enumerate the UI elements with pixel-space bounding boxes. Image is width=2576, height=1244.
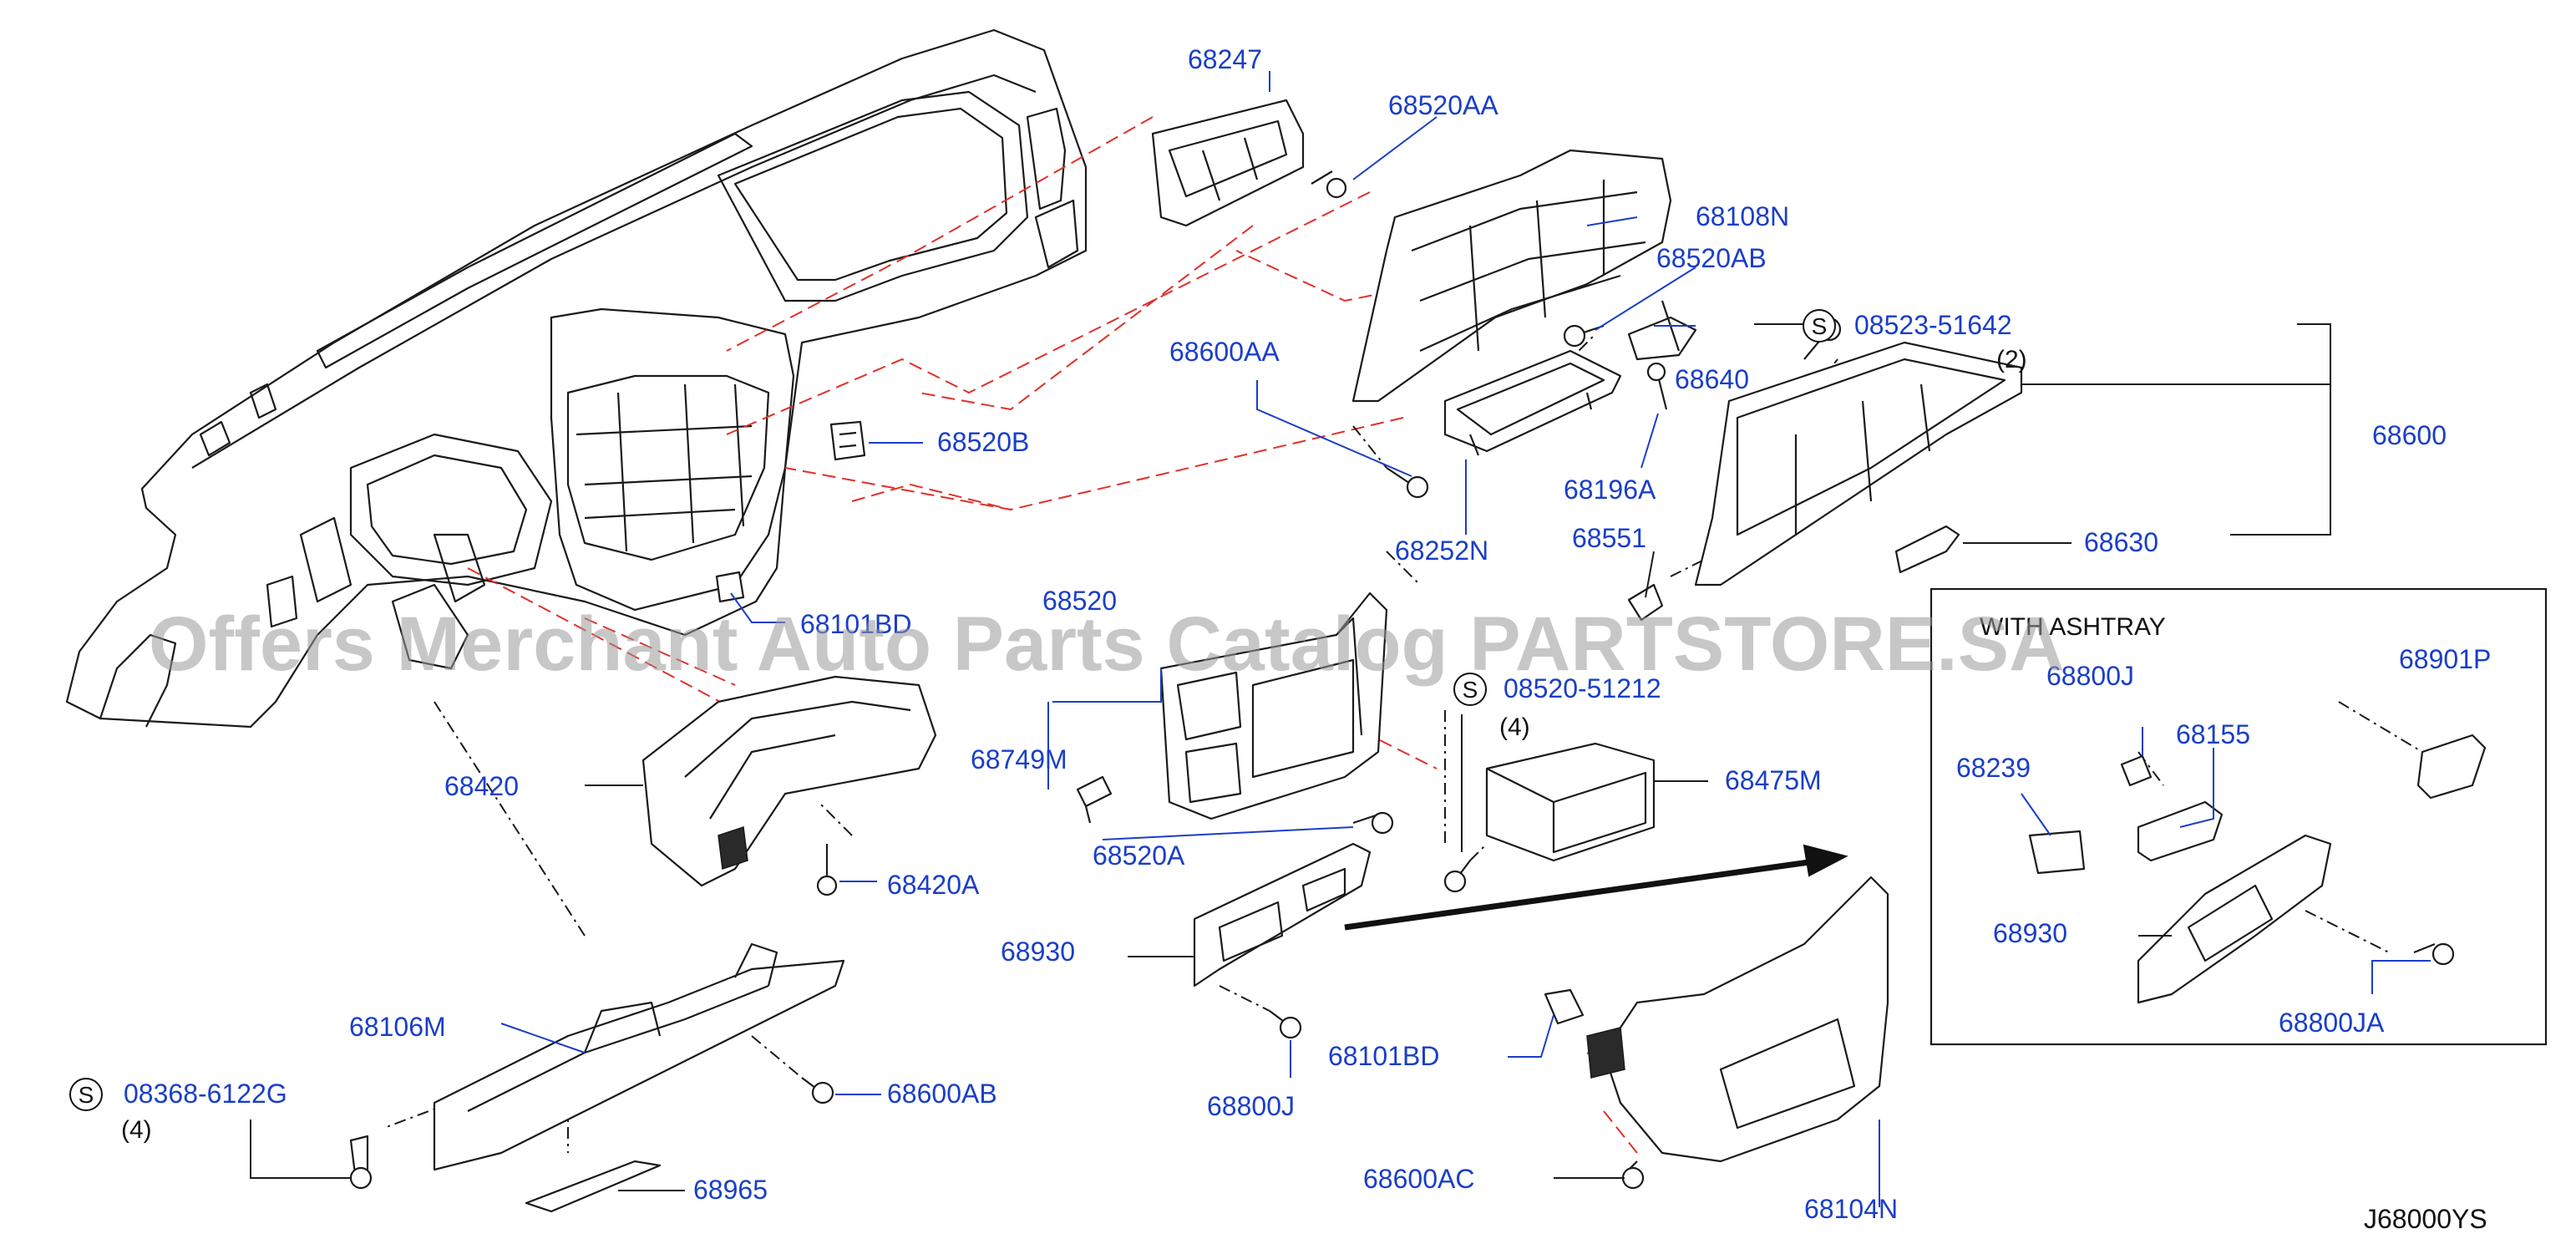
- label-68520AB[interactable]: 68520AB: [1656, 243, 1767, 273]
- part-08368-bolt: [349, 1135, 373, 1190]
- part-68600AC-screw: [1621, 1160, 1645, 1190]
- qty-08368: (4): [121, 1116, 152, 1144]
- label-inset-68930[interactable]: 68930: [1993, 918, 2067, 948]
- label-68475M[interactable]: 68475M: [1725, 765, 1822, 795]
- s-symbol-08523: S: [1812, 313, 1828, 339]
- part-08520-screw: [1443, 860, 1471, 893]
- part-68420-meter-hood: [641, 675, 937, 887]
- part-68420A-screw: [816, 844, 838, 896]
- s-symbol-circle-08368: [69, 1078, 103, 1111]
- part-68520-finisher: [1159, 592, 1388, 820]
- label-68600AA[interactable]: 68600AA: [1169, 337, 1280, 367]
- label-68108N[interactable]: 68108N: [1696, 201, 1789, 231]
- part-68749M-clip: [1076, 775, 1113, 824]
- label-68965[interactable]: 68965: [693, 1175, 768, 1205]
- part-68551-bumper: [1627, 583, 1664, 622]
- part-68101BD-clip: [1544, 988, 1585, 1025]
- s-symbol-08368: S: [79, 1082, 94, 1108]
- label-68800J[interactable]: 68800J: [1207, 1091, 1295, 1121]
- label-68630[interactable]: 68630: [2084, 527, 2158, 557]
- label-68551[interactable]: 68551: [1572, 523, 1646, 553]
- part-68600AB-screw: [801, 1077, 834, 1104]
- label-68600AC[interactable]: 68600AC: [1363, 1164, 1474, 1194]
- label-68420[interactable]: 68420: [444, 771, 519, 801]
- part-68475M-box: [1485, 742, 1656, 862]
- label-68101BD-top[interactable]: 68101BD: [800, 609, 911, 639]
- part-68640-clip: [1627, 300, 1697, 361]
- label-68749M[interactable]: 68749M: [971, 744, 1067, 774]
- part-68965-bar: [525, 1160, 662, 1213]
- part-labels: 68247 68520AA 68108N 68520AB 68640 68600…: [121, 44, 2491, 1224]
- inset-pointer-arrow: [1344, 844, 1848, 931]
- inset-frame: [1929, 587, 2548, 1046]
- label-68520A[interactable]: 68520A: [1093, 840, 1185, 871]
- label-68520B[interactable]: 68520B: [937, 427, 1029, 457]
- part-68247-meter-trim: [1151, 99, 1305, 227]
- part-68520B-clip: [829, 420, 866, 461]
- part-68930-finisher: [1193, 842, 1372, 988]
- label-68196A[interactable]: 68196A: [1564, 475, 1656, 505]
- instrument-panel-drawing: [65, 28, 1088, 729]
- label-08523-51642[interactable]: 08523-51642: [1854, 310, 2012, 340]
- part-68630-lock: [1894, 525, 1960, 574]
- watermark: Offers Merchant Auto Parts Catalog PARTS…: [149, 602, 2065, 687]
- part-68600-glove-box: [1694, 341, 2023, 586]
- label-68930[interactable]: 68930: [1001, 937, 1075, 967]
- part-68106M-bracket: [433, 942, 845, 1171]
- dash-guide-lines: [383, 333, 2423, 1153]
- label-inset-68239[interactable]: 68239: [1956, 753, 2031, 783]
- label-68104N[interactable]: 68104N: [1804, 1194, 1898, 1224]
- label-68520AA[interactable]: 68520AA: [1388, 90, 1498, 120]
- part-68520AA-screw: [1311, 170, 1347, 199]
- label-68640[interactable]: 68640: [1675, 364, 1749, 394]
- inset-with-ashtray: [1929, 587, 2548, 1046]
- s-symbol-08520: S: [1463, 677, 1478, 703]
- label-08520-51212[interactable]: 08520-51212: [1504, 673, 1661, 703]
- label-68252N[interactable]: 68252N: [1395, 536, 1488, 566]
- part-68252N-box: [1443, 349, 1622, 456]
- label-inset-68155[interactable]: 68155: [2176, 719, 2250, 749]
- label-68106M[interactable]: 68106M: [349, 1012, 446, 1042]
- label-68101BD[interactable]: 68101BD: [1328, 1041, 1439, 1071]
- part-68104N-lower-cover: [1586, 876, 1889, 1163]
- part-68101BD-clip-top: [715, 571, 745, 603]
- diagram-code: J68000YS: [2364, 1204, 2487, 1234]
- label-68600[interactable]: 68600: [2372, 420, 2447, 450]
- s-symbol-circle-08520: [1453, 673, 1487, 706]
- label-68520[interactable]: 68520: [1042, 586, 1117, 616]
- label-68600AB[interactable]: 68600AB: [887, 1079, 997, 1109]
- part-68196A-screw: [1646, 362, 1668, 410]
- part-68520A-screw: [1352, 811, 1394, 835]
- part-68108N-bracket: [1351, 149, 1672, 403]
- part-68520AB-screw: [1563, 324, 1605, 348]
- label-68420A[interactable]: 68420A: [887, 870, 980, 900]
- qty-08523: (2): [1996, 346, 2027, 373]
- label-68247[interactable]: 68247: [1188, 44, 1262, 74]
- label-inset-68800J[interactable]: 68800J: [2046, 661, 2134, 691]
- leader-lines: [250, 71, 2431, 1207]
- label-08368-6122G[interactable]: 08368-6122G: [124, 1079, 287, 1109]
- label-inset-68901P[interactable]: 68901P: [2399, 644, 2491, 674]
- part-68600AA-screw: [1386, 467, 1429, 499]
- part-68800J-screw: [1269, 1010, 1302, 1039]
- inset-title: WITH ASHTRAY: [1980, 613, 2166, 641]
- screw-symbols: S S S: [69, 309, 1836, 1111]
- label-inset-68800JA[interactable]: 68800JA: [2279, 1008, 2385, 1038]
- s-symbol-circle-08523: [1803, 309, 1836, 343]
- qty-08520: (4): [1499, 713, 1530, 741]
- red-guide-lines: [467, 116, 1638, 1154]
